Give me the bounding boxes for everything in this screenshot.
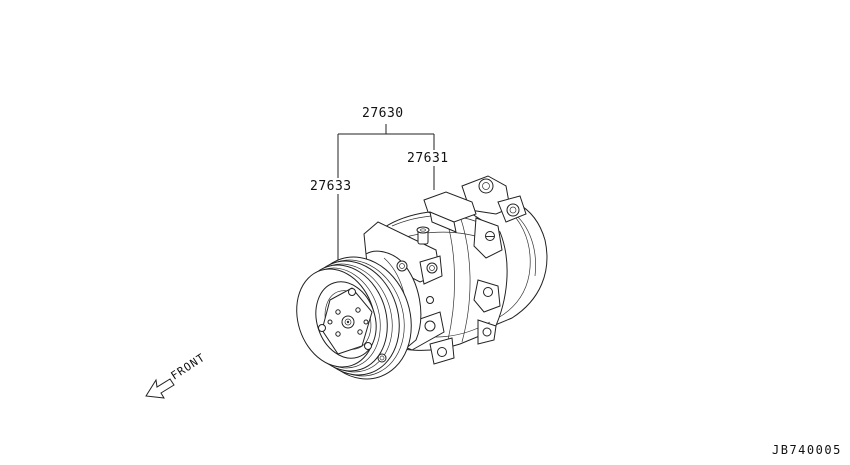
- front-arrow-icon: [145, 378, 175, 399]
- callout-27631[interactable]: 27631: [407, 151, 449, 166]
- callout-27633[interactable]: 27633: [310, 179, 352, 194]
- front-direction-label: FRONT: [169, 351, 208, 383]
- leader-lines: [337, 124, 435, 262]
- drawing-code: JB740005: [772, 443, 842, 457]
- compressor-illustration: [296, 175, 548, 380]
- callout-27630[interactable]: 27630: [362, 106, 404, 121]
